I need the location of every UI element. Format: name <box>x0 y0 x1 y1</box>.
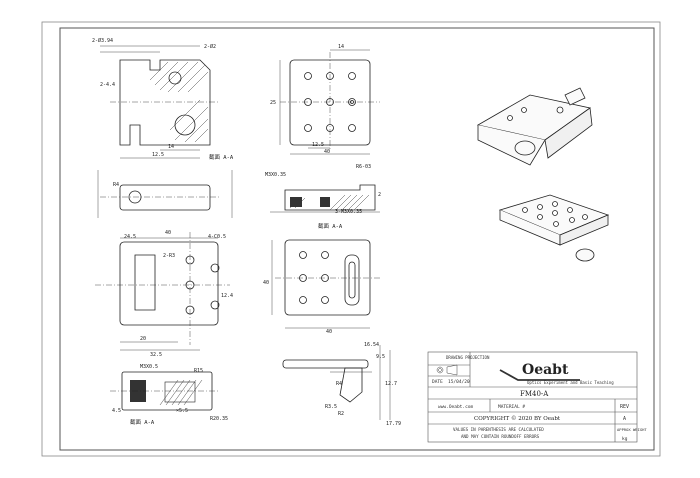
dim-v3-m: M3X0.35 <box>265 172 286 178</box>
view-bracket-side <box>282 345 391 420</box>
view-slot-plate <box>271 239 380 329</box>
dim-v6-c: 17.79 <box>386 421 401 427</box>
view-side-profile <box>97 170 233 218</box>
dim-v1-left: 2-4.4 <box>100 82 115 88</box>
logo: Oeabt Optics Experiment and Basic Teachi… <box>499 362 614 385</box>
isometric-view-1 <box>476 87 593 166</box>
dim-v6-r4: R4 <box>336 381 342 387</box>
dim-v1-top2: 2-Ø2 <box>204 43 216 50</box>
projection-symbol-icon <box>436 364 458 376</box>
note-line2: AND MAY CONTAIN ROUNDOFF ERRORS <box>461 434 540 439</box>
dim-v5-bottom: 40 <box>326 329 332 335</box>
rev-value: A <box>623 416 626 422</box>
dim-v4-top: 40 <box>165 230 171 236</box>
section-label-1: 截面 A-A <box>209 153 234 161</box>
dim-v7-r2: R20.35 <box>210 416 228 422</box>
logo-text: Oeabt <box>522 362 569 378</box>
date-label: DATE <box>432 379 443 385</box>
dim-v3-2: 2 <box>378 192 381 198</box>
dim-v2-bottom-b: 40 <box>324 149 330 155</box>
dim-v6-r: R3.5 <box>325 404 337 410</box>
section-label-3: 截面 A-A <box>130 418 155 426</box>
title-block <box>427 351 638 443</box>
outer-border <box>41 21 661 457</box>
dim-v4-b1: 20 <box>140 336 146 342</box>
rev-label: REV <box>620 404 629 410</box>
inner-border <box>59 27 655 451</box>
dim-v2-left: 25 <box>270 100 276 106</box>
dim-v3-r: R4 <box>113 182 119 188</box>
view-section-a <box>270 184 380 213</box>
dim-v2-bottom-a: 12.5 <box>312 142 324 148</box>
isometric-view-2 <box>498 194 610 262</box>
dim-v3-m3: 3-M3X0.35 <box>335 209 362 215</box>
dim-v5-left: 40 <box>263 280 269 286</box>
logo-tagline: Optics Experiment and Basic Teaching <box>527 380 614 385</box>
dim-v7-h: 4.5 <box>112 408 121 414</box>
logo-mark-icon <box>499 369 580 381</box>
dim-v4-c: 4-C0.5 <box>208 234 226 240</box>
view-section-b <box>110 371 220 411</box>
dim-v6-r2: R2 <box>338 411 344 417</box>
dim-v3-r6: R6-03 <box>356 164 371 170</box>
approx-weight-label: APPROX WEIGHT <box>617 427 647 432</box>
section-label-2: 截面 A-A <box>318 222 343 230</box>
dim-v4-b2: 32.5 <box>150 352 162 358</box>
dim-v1-bottom-a: 14 <box>168 144 174 150</box>
dim-v6-d: 12.7 <box>385 381 397 387</box>
copyright: COPYRIGHT © 2020 BY Oeabt <box>474 415 561 422</box>
dim-v4-left: 24.5 <box>124 234 136 240</box>
website: www.Oeabt.com <box>438 404 474 410</box>
dim-v6-a: 16.54 <box>364 342 379 348</box>
dim-v2-top: 14 <box>338 44 344 50</box>
date-value: 15/04/20 <box>448 379 470 385</box>
dim-v7-r: R15 <box>194 368 203 374</box>
view-side-section <box>100 45 220 159</box>
dim-v7-m: M3X0.5 <box>140 364 158 370</box>
dim-v4-side: 12.4 <box>221 293 233 299</box>
dim-v4-r: 2-R3 <box>163 253 175 259</box>
view-front-plate <box>95 232 230 351</box>
view-top-plate <box>279 49 380 155</box>
part-number: FM40-A <box>520 390 549 398</box>
note-line1: VALUES IN PARENTHESIS ARE CALCULATED <box>453 427 544 432</box>
projection-label: DRAWING PROJECTION <box>446 355 490 360</box>
dim-v1-top1: 2-Ø3.94 <box>92 37 113 44</box>
dim-v6-b: 9.5 <box>376 354 385 360</box>
dim-v1-bottom-b: 12.5 <box>152 152 164 158</box>
weight-unit: kg <box>622 436 628 442</box>
material-label: MATERIAL # <box>498 404 525 410</box>
dim-v7-d: ×5.5 <box>176 408 188 414</box>
